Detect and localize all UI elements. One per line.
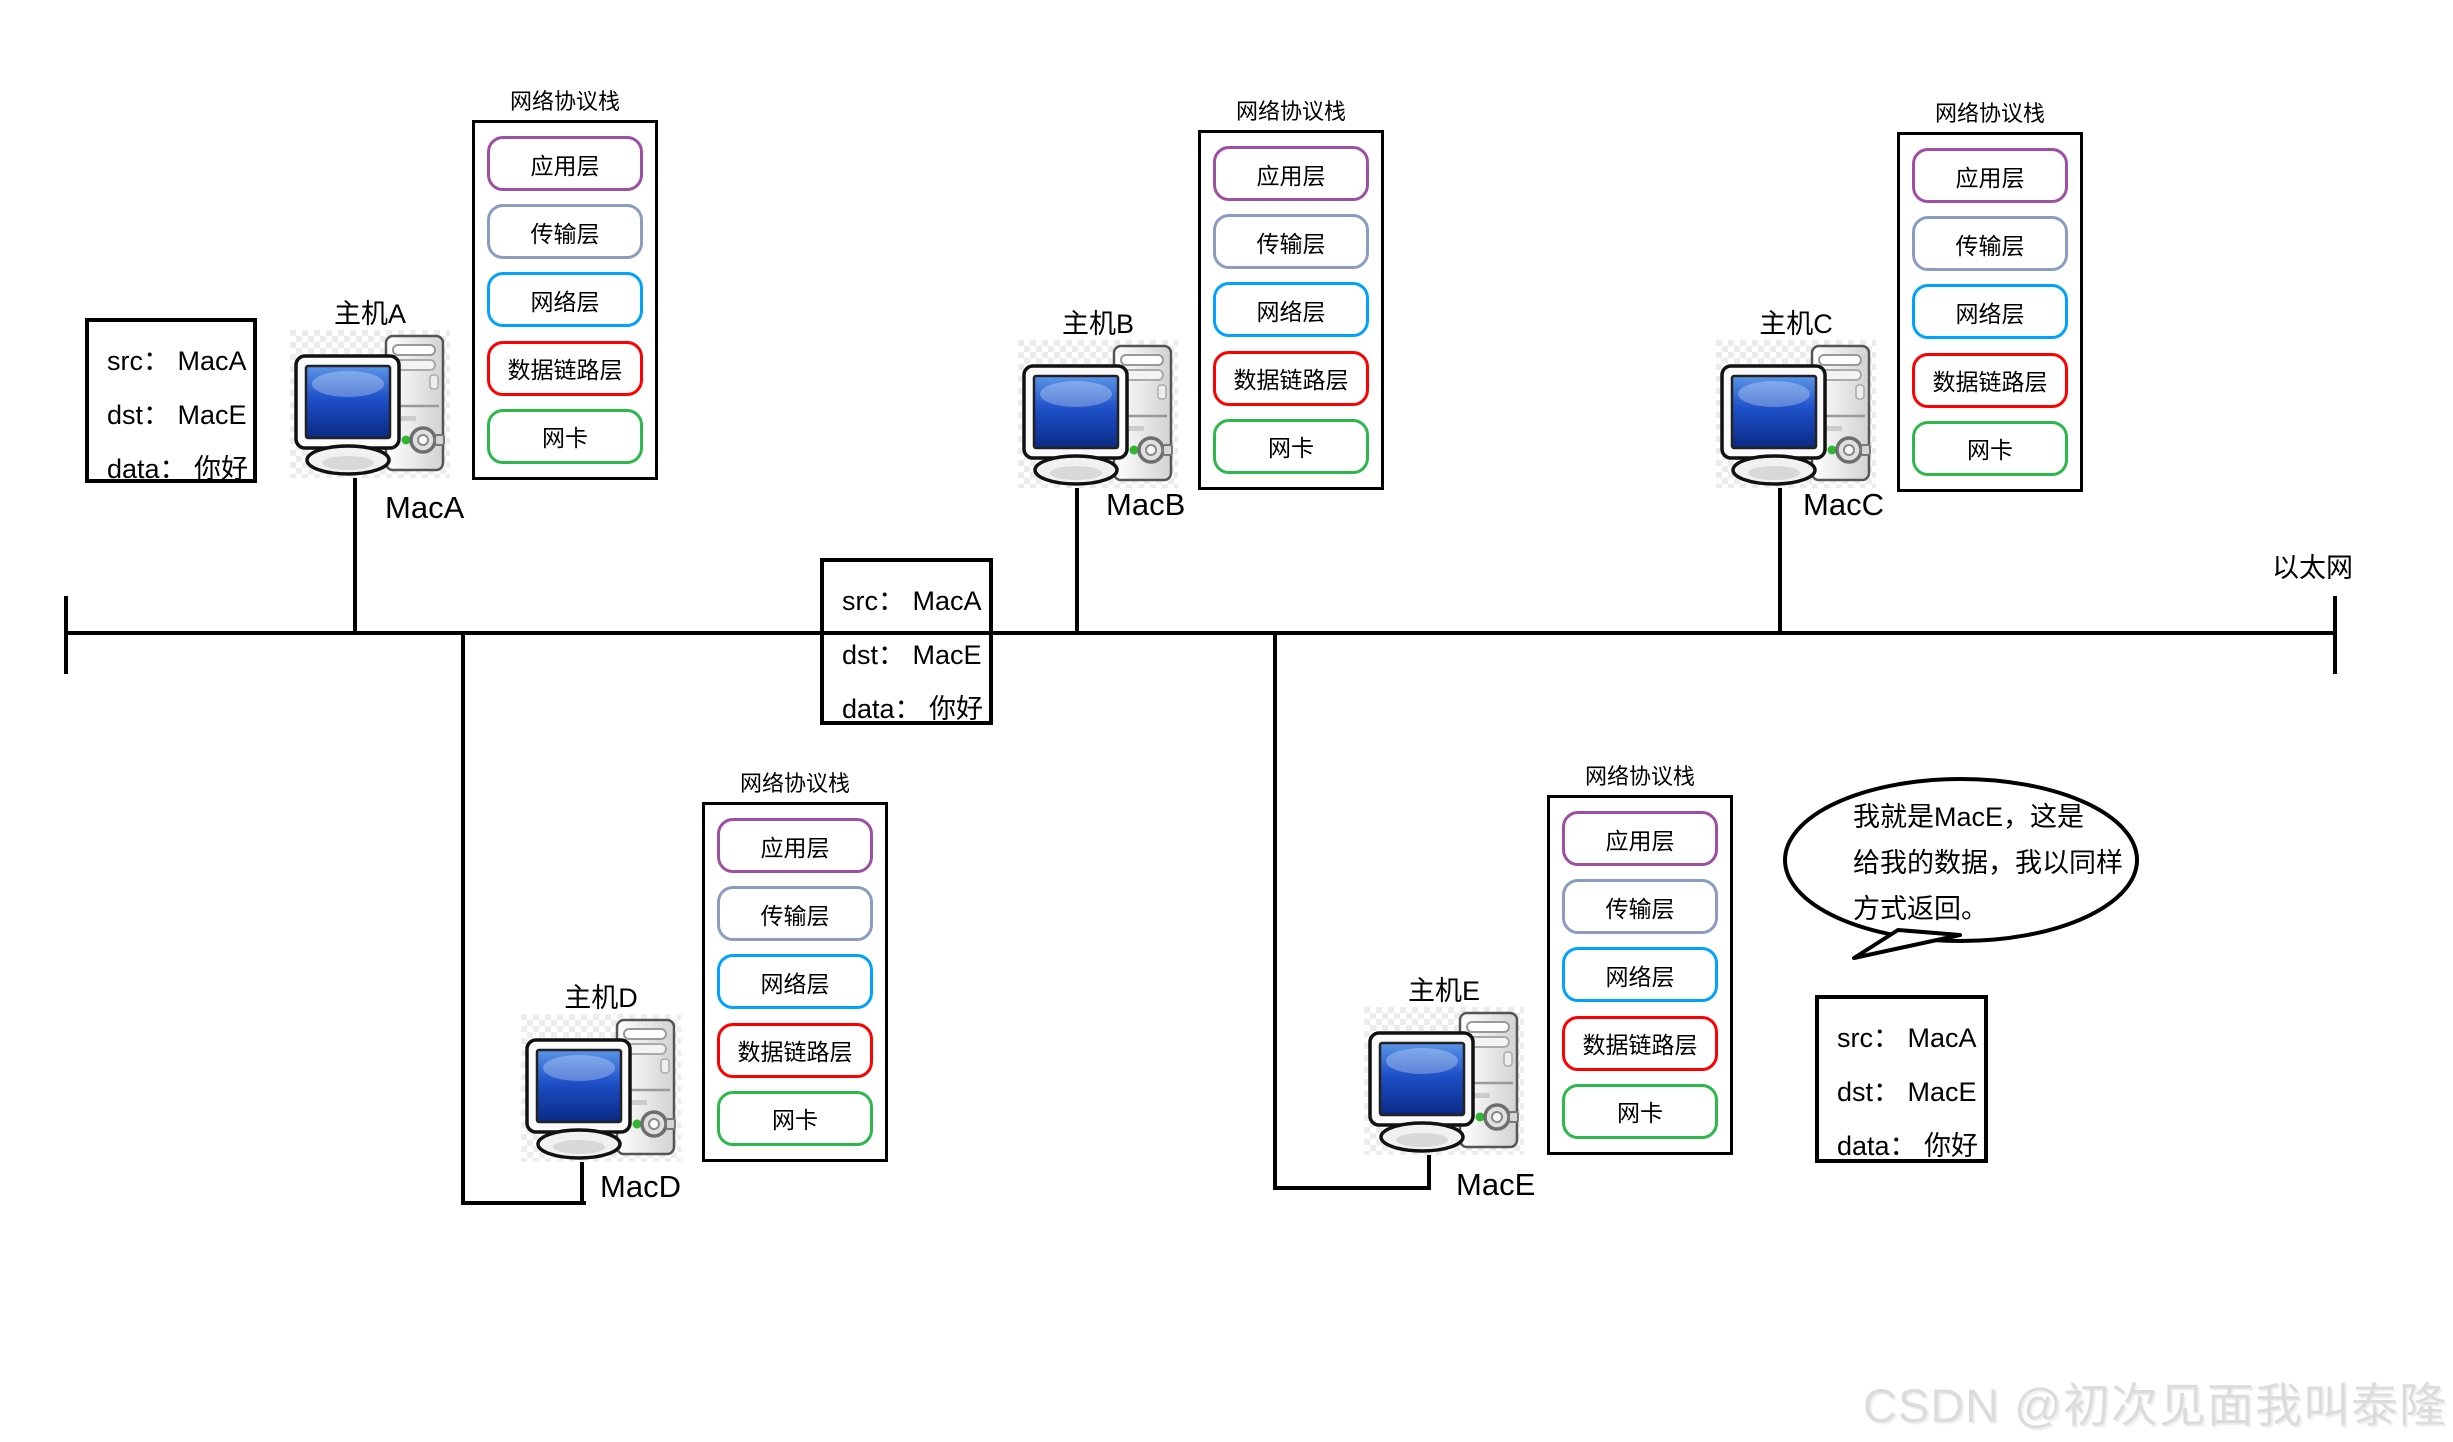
host-d-drop-line-horizontal — [461, 1201, 586, 1205]
layer-application: 应用层 — [717, 818, 873, 874]
layer-network: 网络层 — [717, 954, 873, 1010]
layer-nic: 网卡 — [717, 1090, 873, 1146]
host-a: 主机A MacA — [290, 299, 464, 525]
speech-line: 我就是MacE，这是 — [1853, 802, 2085, 832]
speech-bubble — [1783, 777, 2139, 960]
mac-address-label: MacD — [600, 1169, 681, 1204]
layer-transport: 传输层 — [1213, 214, 1369, 270]
frame-data-line: data： 你好 — [107, 454, 249, 484]
protocol-stack-title: 网络协议栈 — [1235, 99, 1346, 124]
layer-network: 网络层 — [1912, 284, 2068, 340]
protocol-stack-box: 应用层 传输层 网络层 数据链路层 网卡 — [702, 802, 888, 1162]
bus-terminator-left — [64, 596, 68, 674]
layer-application: 应用层 — [1912, 148, 2068, 204]
frame-src-line: src： MacA — [1837, 1023, 1977, 1053]
host-name-label: 主机A — [333, 299, 406, 329]
layer-datalink: 数据链路层 — [1562, 1015, 1718, 1071]
protocol-stack-box: 应用层 传输层 网络层 数据链路层 网卡 — [472, 120, 658, 480]
frame-box-on-bus: src： MacA dst： MacE data： 你好 — [820, 558, 993, 725]
layer-transport: 传输层 — [487, 204, 643, 260]
frame-data-line: data： 你好 — [1837, 1131, 1979, 1161]
layer-datalink: 数据链路层 — [1213, 350, 1369, 406]
host-d-drop-line-vertical — [461, 633, 465, 1205]
computer-icon — [1364, 1007, 1524, 1155]
bus-terminator-right — [2333, 596, 2337, 674]
csdn-watermark: CSDN @初次见面我叫泰隆 — [1863, 1379, 2447, 1432]
host-b: 主机B MacB — [1018, 309, 1185, 522]
layer-application: 应用层 — [1562, 811, 1718, 867]
protocol-stack-title: 网络协议栈 — [739, 771, 850, 796]
layer-nic: 网卡 — [1912, 420, 2068, 476]
layer-application: 应用层 — [1213, 146, 1369, 202]
mac-address-label: MacC — [1803, 487, 1884, 522]
ethernet-label: 以太网 — [2272, 553, 2353, 583]
frame-dst-line: dst： MacE — [1837, 1077, 1977, 1107]
layer-nic: 网卡 — [1562, 1083, 1718, 1139]
computer-icon — [521, 1014, 681, 1162]
protocol-stack-box: 应用层 传输层 网络层 数据链路层 网卡 — [1198, 130, 1384, 490]
frame-data-line: data： 你好 — [842, 694, 984, 724]
protocol-stack-title: 网络协议栈 — [1584, 764, 1695, 789]
frame-box-host-e: src： MacA dst： MacE data： 你好 — [1815, 995, 1988, 1163]
protocol-stack-c: 网络协议栈 应用层 传输层 网络层 数据链路层 网卡 — [1897, 101, 2083, 492]
host-a-drop-line — [353, 470, 357, 633]
protocol-stack-d: 网络协议栈 应用层 传输层 网络层 数据链路层 网卡 — [702, 771, 888, 1162]
host-c-drop-line — [1778, 483, 1782, 633]
mac-address-label: MacE — [1456, 1167, 1536, 1202]
layer-application: 应用层 — [487, 136, 643, 192]
host-e-drop-line-horizontal — [1273, 1186, 1431, 1190]
speech-bubble-tail — [1852, 928, 1962, 960]
host-name-label: 主机C — [1759, 309, 1833, 339]
host-name-label: 主机B — [1061, 309, 1134, 339]
layer-datalink: 数据链路层 — [1912, 352, 2068, 408]
protocol-stack-b: 网络协议栈 应用层 传输层 网络层 数据链路层 网卡 — [1198, 99, 1384, 490]
mac-address-label: MacB — [1106, 487, 1186, 522]
host-name-label: 主机E — [1407, 976, 1480, 1006]
layer-transport: 传输层 — [1562, 879, 1718, 935]
host-e-stub-line — [1427, 1142, 1431, 1190]
protocol-stack-e: 网络协议栈 应用层 传输层 网络层 数据链路层 网卡 — [1547, 764, 1733, 1155]
layer-transport: 传输层 — [717, 886, 873, 942]
layer-network: 网络层 — [1213, 282, 1369, 338]
computer-icon — [1716, 340, 1876, 488]
frame-src-line: src： MacA — [842, 586, 982, 616]
frame-src-line: src： MacA — [107, 346, 247, 376]
frame-box-host-a: src： MacA dst： MacE data： 你好 — [85, 318, 257, 484]
layer-datalink: 数据链路层 — [717, 1022, 873, 1078]
protocol-stack-a: 网络协议栈 应用层 传输层 网络层 数据链路层 网卡 — [472, 89, 658, 480]
protocol-stack-box: 应用层 传输层 网络层 数据链路层 网卡 — [1897, 132, 2083, 492]
host-d: 主机D MacD — [521, 983, 681, 1204]
protocol-stack-title: 网络协议栈 — [509, 89, 620, 114]
protocol-stack-box: 应用层 传输层 网络层 数据链路层 网卡 — [1547, 795, 1733, 1155]
layer-datalink: 数据链路层 — [487, 340, 643, 396]
frame-dst-line: dst： MacE — [842, 640, 982, 670]
host-name-label: 主机D — [564, 983, 638, 1013]
speech-line: 给我的数据，我以同样 — [1853, 848, 2123, 878]
ethernet-bus-line — [66, 631, 2337, 635]
speech-line: 方式返回。 — [1853, 894, 1988, 924]
host-c: 主机C MacC — [1716, 309, 1884, 522]
frame-dst-line: dst： MacE — [107, 400, 247, 430]
host-e-drop-line-vertical — [1273, 633, 1277, 1190]
layer-network: 网络层 — [487, 272, 643, 328]
computer-icon — [1018, 340, 1178, 488]
host-d-stub-line — [580, 1150, 584, 1205]
speech-bubble-text: 我就是MacE，这是 给我的数据，我以同样 方式返回。 — [1853, 794, 2153, 932]
computer-icon — [290, 330, 450, 478]
protocol-stack-title: 网络协议栈 — [1934, 101, 2045, 126]
layer-nic: 网卡 — [487, 408, 643, 464]
layer-network: 网络层 — [1562, 947, 1718, 1003]
host-e: 主机E MacE — [1364, 976, 1535, 1202]
layer-nic: 网卡 — [1213, 418, 1369, 474]
mac-address-label: MacA — [385, 490, 465, 525]
host-b-drop-line — [1075, 483, 1079, 633]
layer-transport: 传输层 — [1912, 216, 2068, 272]
